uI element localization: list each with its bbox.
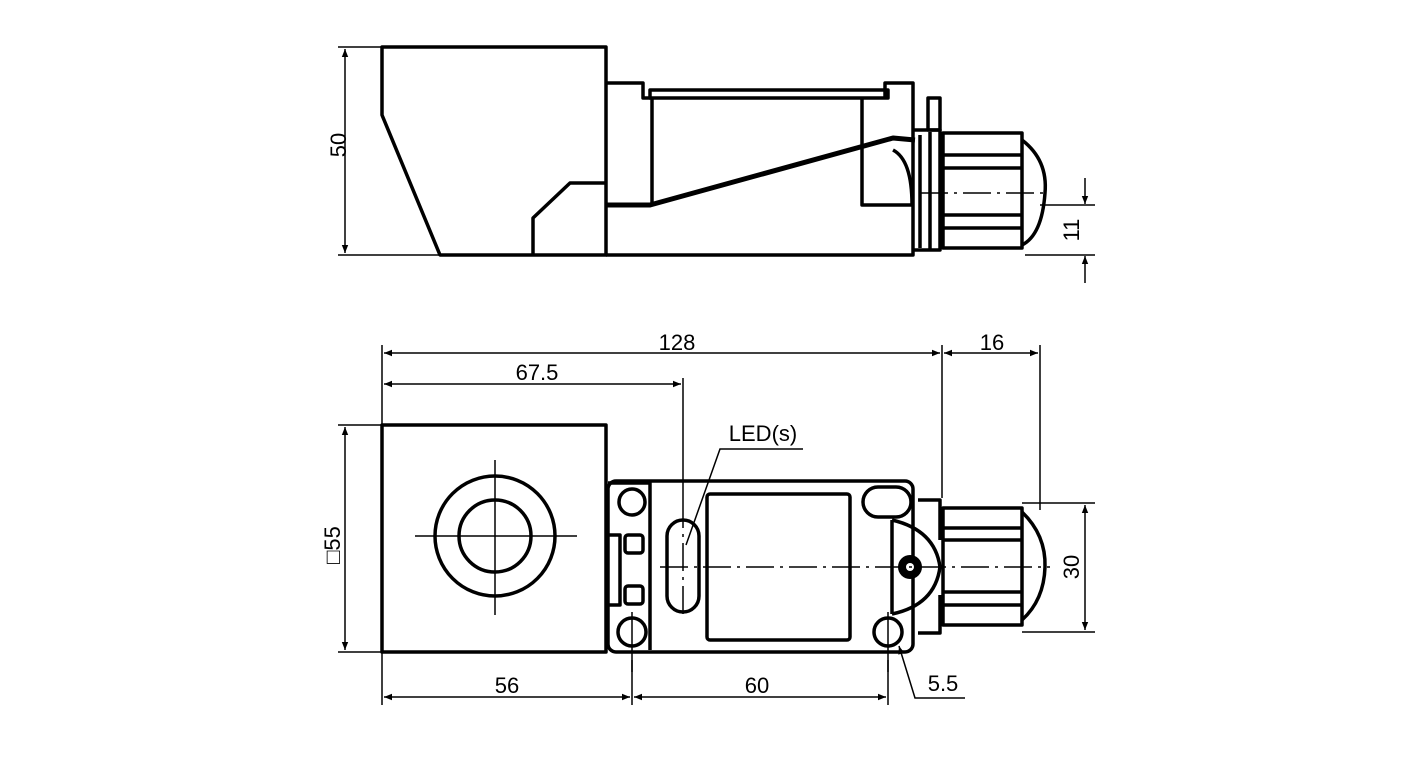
dimension-label-5-5: 5.5 [928,671,959,696]
leader-line-5-5 [898,645,965,699]
lid-inner [650,98,912,207]
dimension-label-67-5: 67.5 [516,360,559,385]
side-view: 50 11 [326,45,1095,283]
connector-dome-top [1020,510,1047,622]
dimension-label-55: □55 [320,526,345,564]
hinge-frame [608,481,652,650]
led-leader-line [685,448,803,546]
connector-nut-side [941,131,1024,250]
mounting-hole [617,487,647,517]
dimension-label-30: 30 [1059,555,1084,579]
dimension-label-11: 11 [1059,219,1084,242]
mounting-slot [861,485,913,519]
connector-rings-side [913,128,942,252]
connector-nut-top [941,506,1024,627]
led-label: LED(s) [729,421,797,446]
hinge [608,533,622,607]
hinge-knob [623,584,645,606]
hinge-knob [623,533,645,555]
dimension-label-56: 56 [495,673,519,698]
sensor-head-top [380,423,608,654]
top-view: 128 16 67.5 LED(s) □55 30 56 60 5.5 [320,330,1095,705]
connector-rings-top [918,498,942,635]
housing-side [606,81,915,257]
connector-curve-side [892,148,914,206]
head-step [531,181,606,255]
dimension-label-128: 128 [659,330,696,355]
lid [648,88,890,100]
dimension-label-16: 16 [980,330,1004,355]
dimension-label-60: 60 [745,673,769,698]
pin [926,96,942,132]
sensor-head-side [380,45,608,257]
connector-dome-side [1020,138,1048,247]
dimension-label-50: 50 [326,133,351,157]
cable-diagonal [606,135,916,208]
